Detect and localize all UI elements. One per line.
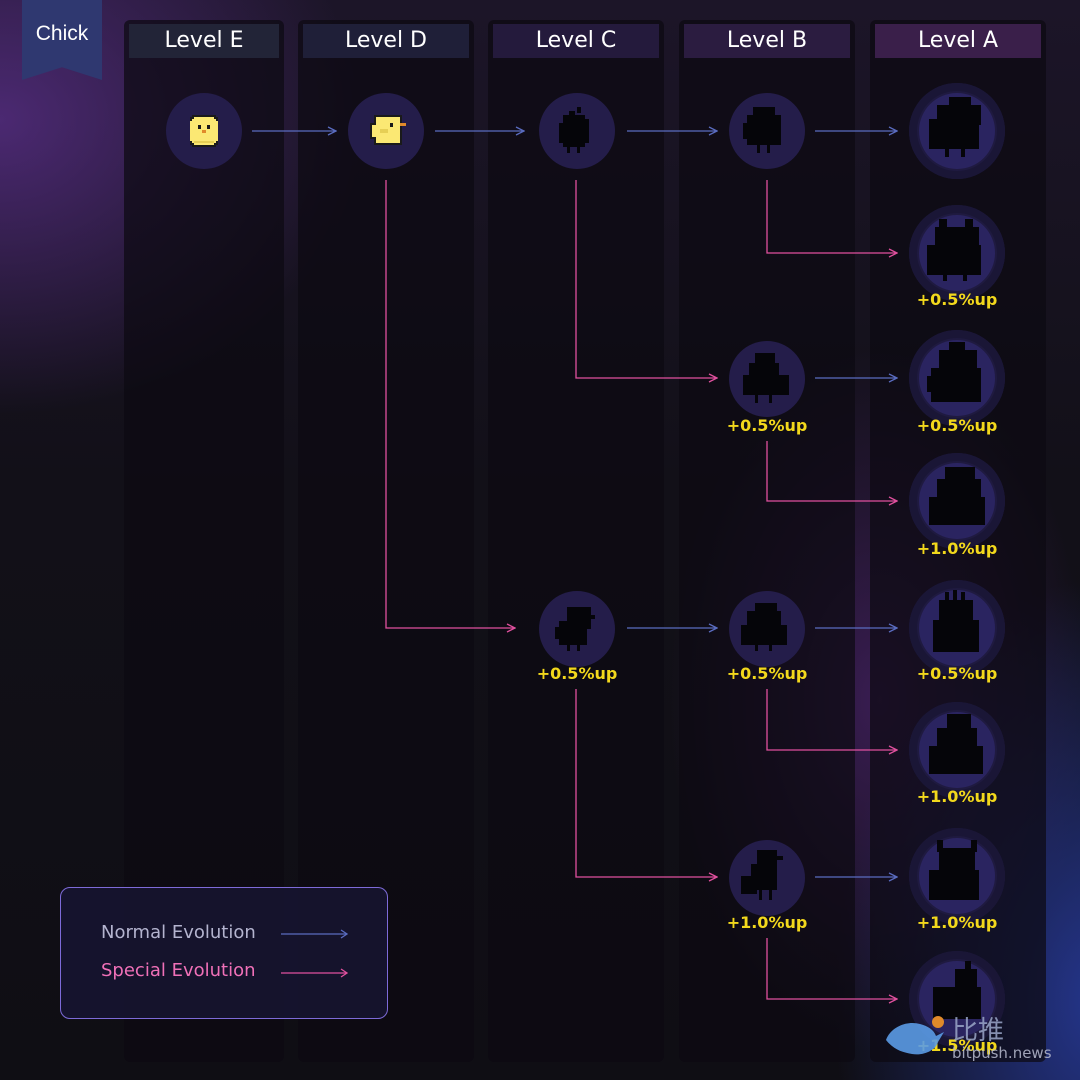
silhouette-node-a7[interactable] [909, 828, 1005, 924]
silhouette-icon [909, 828, 1005, 924]
silhouette-icon [729, 93, 805, 169]
silhouette-node-b4[interactable] [729, 840, 805, 916]
yellow-chick-side-icon [348, 93, 424, 169]
special-evolution-line [576, 180, 717, 378]
silhouette-icon [539, 93, 615, 169]
legend-special-arrow [281, 967, 351, 979]
silhouette-node-a1[interactable] [909, 83, 1005, 179]
silhouette-node-a5[interactable] [909, 580, 1005, 676]
chick-node-e1[interactable] [166, 93, 242, 169]
silhouette-node-b1[interactable] [729, 93, 805, 169]
watermark-cn-text: 比推 [952, 1010, 1004, 1047]
yellow-chick-icon [166, 93, 242, 169]
bonus-label-b3: +0.5%up [707, 664, 827, 683]
silhouette-node-c1[interactable] [539, 93, 615, 169]
silhouette-icon [909, 702, 1005, 798]
bonus-label-b2: +0.5%up [707, 416, 827, 435]
chick-node-d1[interactable] [348, 93, 424, 169]
special-evolution-line [767, 938, 897, 999]
silhouette-node-a4[interactable] [909, 453, 1005, 549]
special-evolution-line [767, 689, 897, 750]
legend-normal-label: Normal Evolution [101, 922, 256, 943]
special-evolution-line [767, 180, 897, 253]
special-evolution-line [767, 441, 897, 501]
watermark-en-text: bitpush.news [952, 1044, 1052, 1062]
bonus-label-a3: +0.5%up [897, 416, 1017, 435]
silhouette-icon [909, 453, 1005, 549]
bonus-label-a2: +0.5%up [897, 290, 1017, 309]
bonus-label-a6: +1.0%up [897, 787, 1017, 806]
silhouette-icon [729, 591, 805, 667]
silhouette-icon [729, 840, 805, 916]
bitpush-watermark: 比推 bitpush.news [880, 1008, 1070, 1068]
evolution-legend: Normal Evolution Special Evolution [60, 887, 388, 1019]
silhouette-icon [909, 330, 1005, 426]
bird-logo-icon [880, 1010, 950, 1058]
special-evolution-line [576, 689, 717, 877]
silhouette-node-a2[interactable] [909, 205, 1005, 301]
silhouette-icon [729, 341, 805, 417]
bonus-label-a7: +1.0%up [897, 913, 1017, 932]
silhouette-icon [539, 591, 615, 667]
bonus-label-a4: +1.0%up [897, 539, 1017, 558]
silhouette-node-a3[interactable] [909, 330, 1005, 426]
legend-special-label: Special Evolution [101, 960, 256, 981]
bonus-label-b4: +1.0%up [707, 913, 827, 932]
silhouette-node-c2[interactable] [539, 591, 615, 667]
silhouette-icon [909, 580, 1005, 676]
silhouette-node-b3[interactable] [729, 591, 805, 667]
bonus-label-a5: +0.5%up [897, 664, 1017, 683]
bonus-label-c2: +0.5%up [517, 664, 637, 683]
silhouette-icon [909, 205, 1005, 301]
silhouette-node-a6[interactable] [909, 702, 1005, 798]
special-evolution-line [386, 180, 515, 628]
legend-normal-arrow [281, 928, 351, 940]
silhouette-node-b2[interactable] [729, 341, 805, 417]
silhouette-icon [909, 83, 1005, 179]
